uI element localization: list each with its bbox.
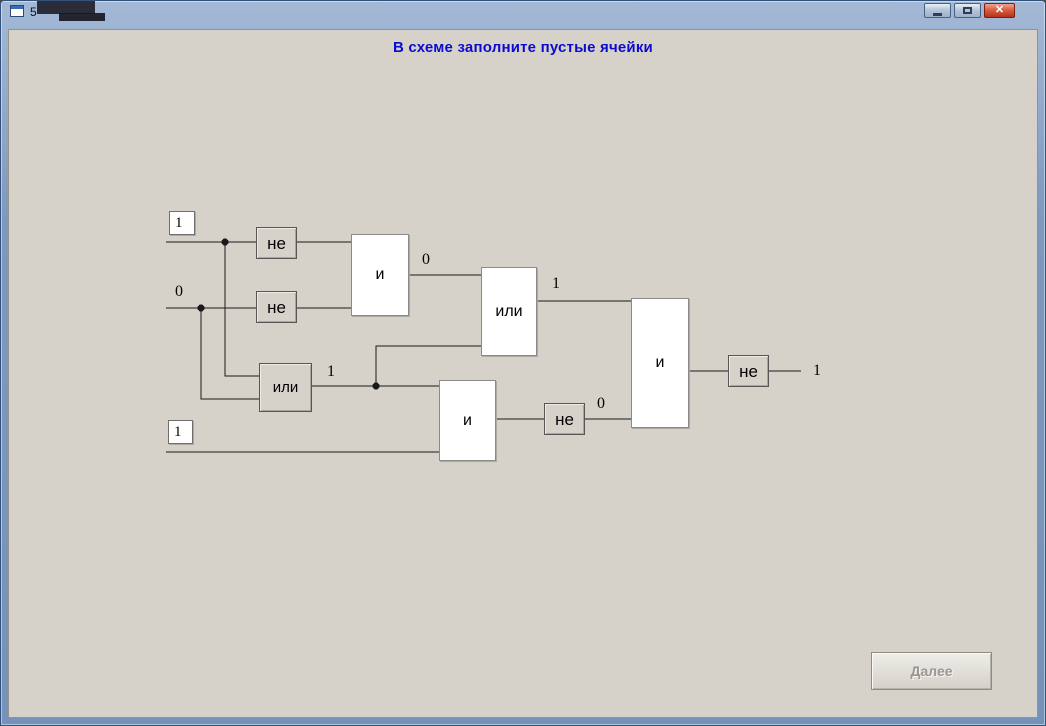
cell-and-2-label: и — [463, 411, 472, 429]
background-artifact — [59, 13, 105, 21]
gate-not-3-label: не — [555, 409, 574, 429]
gate-not-1-label: не — [267, 233, 286, 253]
label-not3-out: 0 — [597, 395, 605, 412]
cell-and-3-label: и — [655, 354, 665, 371]
input-value-3[interactable]: 1 — [168, 420, 193, 444]
page-title: В схеме заполните пустые ячейки — [393, 39, 653, 56]
app-icon — [10, 5, 24, 17]
maximize-icon — [963, 7, 972, 14]
gate-or-1: или — [259, 363, 312, 412]
label-final-out: 1 — [813, 362, 821, 379]
client-area — [8, 29, 1038, 718]
titlebar[interactable]: 5 — [1, 1, 1045, 29]
minimize-button[interactable] — [924, 3, 951, 18]
gate-not-2-label: не — [267, 297, 286, 317]
input-value-1[interactable]: 1 — [169, 211, 195, 235]
background-artifact — [37, 1, 95, 14]
input-value-3-text: 1 — [174, 423, 182, 440]
gate-not-4-label: не — [739, 361, 758, 381]
label-or2-out: 1 — [552, 275, 560, 292]
window-title: 5 — [30, 5, 37, 19]
label-or1-out: 1 — [327, 363, 335, 380]
gate-not-2: не — [256, 291, 297, 323]
next-button[interactable]: Далее — [871, 652, 992, 690]
minimize-icon — [933, 12, 942, 16]
label-and1-out: 0 — [422, 251, 430, 268]
cell-and-3[interactable]: и — [631, 298, 689, 428]
close-button[interactable] — [984, 3, 1015, 18]
cell-or-2-label: или — [495, 302, 523, 320]
cell-and-1[interactable]: и — [351, 234, 409, 316]
maximize-button[interactable] — [954, 3, 981, 18]
cell-and-2[interactable]: и — [439, 380, 496, 461]
window-controls — [924, 3, 1015, 18]
input-value-1-text: 1 — [175, 214, 183, 231]
gate-or-1-label: или — [272, 379, 299, 396]
cell-and-1-label: и — [375, 266, 385, 283]
close-icon — [995, 4, 1004, 17]
cell-or-2[interactable]: или — [481, 267, 537, 356]
gate-not-1: не — [256, 227, 297, 259]
gate-not-3: не — [544, 403, 585, 435]
label-input-2: 0 — [175, 283, 183, 300]
gate-not-4: не — [728, 355, 769, 387]
